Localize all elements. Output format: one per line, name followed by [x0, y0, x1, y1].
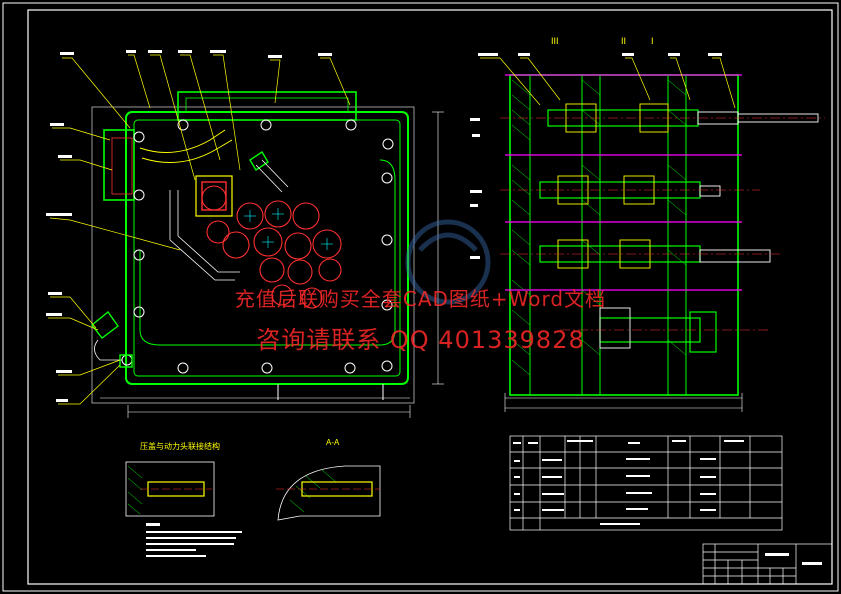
watermark-line-1: 充值后联购买全套CAD图纸+Word文档: [234, 287, 607, 311]
detail-title: 压盖与动力头联接结构: [140, 442, 220, 451]
parameter-table: [509, 435, 783, 531]
watermark-line-2: 咨询请联系 QQ 401339828: [256, 326, 585, 354]
section-label-i: I: [651, 36, 654, 46]
leader-tags: [46, 50, 332, 402]
section-label-ii: II: [621, 36, 627, 46]
section-arrows: [277, 384, 384, 400]
dimension-lines: [100, 111, 444, 418]
title-block: [702, 543, 833, 585]
inner-frame: [27, 9, 833, 585]
title-block-marks: [765, 553, 822, 565]
section-label-aa: A-A: [326, 438, 340, 447]
table-text-marks: [513, 440, 744, 525]
housing-view: [91, 91, 415, 404]
spindle-centers: [244, 208, 333, 250]
logo-watermark: [405, 219, 491, 305]
leader-lines: [48, 54, 351, 405]
spindle-section-view: [470, 53, 825, 412]
section-label-iii: III: [551, 36, 559, 46]
spindle-pattern: [201, 185, 342, 309]
detail-views: [125, 461, 381, 557]
